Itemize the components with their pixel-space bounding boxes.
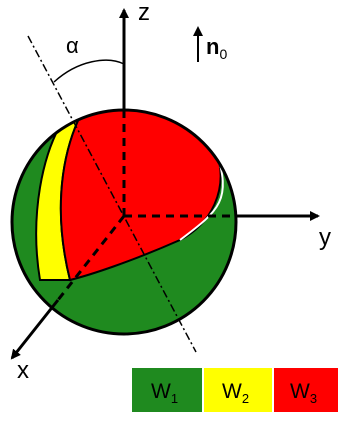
legend-swatch-w2: [204, 368, 272, 412]
x-axis-arrow: [10, 299, 60, 360]
legend-label-w1: W1: [151, 380, 178, 406]
legend: W1 W2 W3: [132, 368, 338, 412]
normal-axis-line: [27, 35, 197, 353]
alpha-arc: [53, 59, 125, 83]
legend-label-w3: W3: [290, 380, 317, 406]
legend-swatch-w1: [132, 368, 202, 412]
x-axis-label: x: [17, 357, 29, 384]
y-axis-label: y: [319, 224, 331, 251]
legend-swatch-w3: [274, 368, 338, 412]
normal-vector-label: n0: [206, 34, 227, 62]
z-axis-label: z: [138, 0, 150, 26]
x-axis-inner: [56, 215, 126, 301]
alpha-label: α: [66, 33, 79, 58]
legend-label-w2: W2: [222, 380, 249, 406]
